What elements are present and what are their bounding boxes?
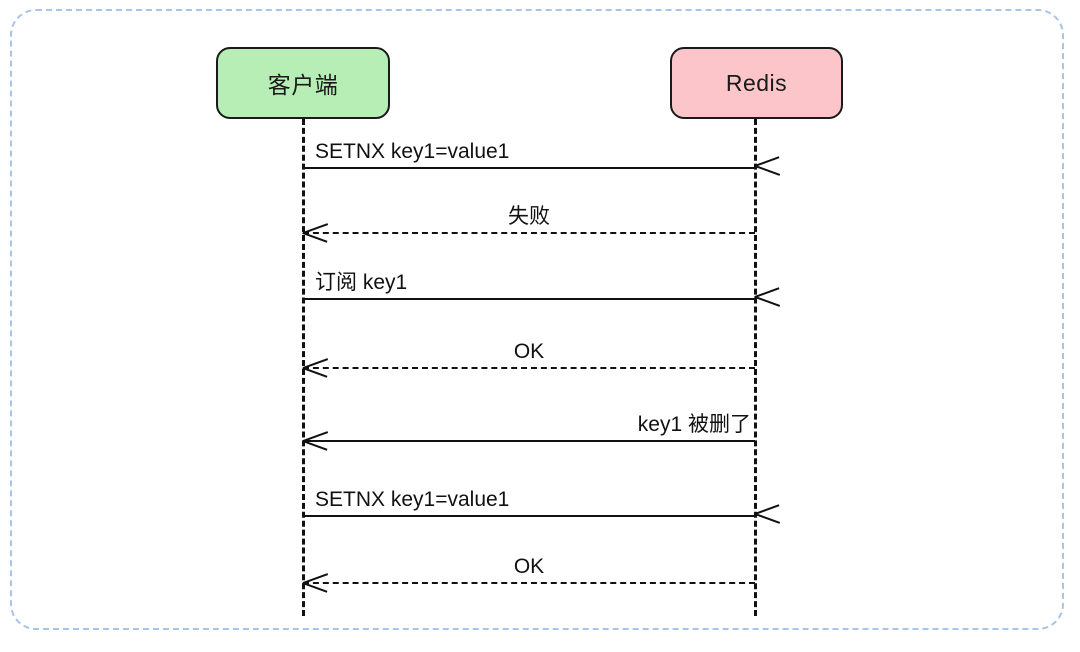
message-label-1: SETNX key1=value1 xyxy=(315,139,510,163)
participant-label-redis: Redis xyxy=(725,69,788,96)
participant-box-client[interactable]: 客户端 xyxy=(216,47,390,119)
message-label-5: key1 被删了 xyxy=(637,412,751,436)
message-line-5 xyxy=(303,440,755,442)
message-line-4 xyxy=(303,367,755,369)
message-label-2: 失败 xyxy=(508,204,550,228)
participant-label-client: 客户端 xyxy=(267,72,339,98)
message-label-4: OK xyxy=(513,339,545,363)
participant-box-redis[interactable]: Redis xyxy=(670,47,843,119)
message-line-3 xyxy=(303,298,755,300)
diagram-frame xyxy=(10,9,1064,630)
message-line-6 xyxy=(303,515,755,517)
message-label-6: SETNX key1=value1 xyxy=(315,487,510,511)
message-line-7 xyxy=(303,582,755,584)
lifeline-redis xyxy=(754,119,757,616)
message-line-2 xyxy=(303,232,755,234)
message-label-7: OK xyxy=(513,554,545,578)
message-label-3: 订阅 key1 xyxy=(315,270,408,294)
message-line-1 xyxy=(303,167,755,169)
